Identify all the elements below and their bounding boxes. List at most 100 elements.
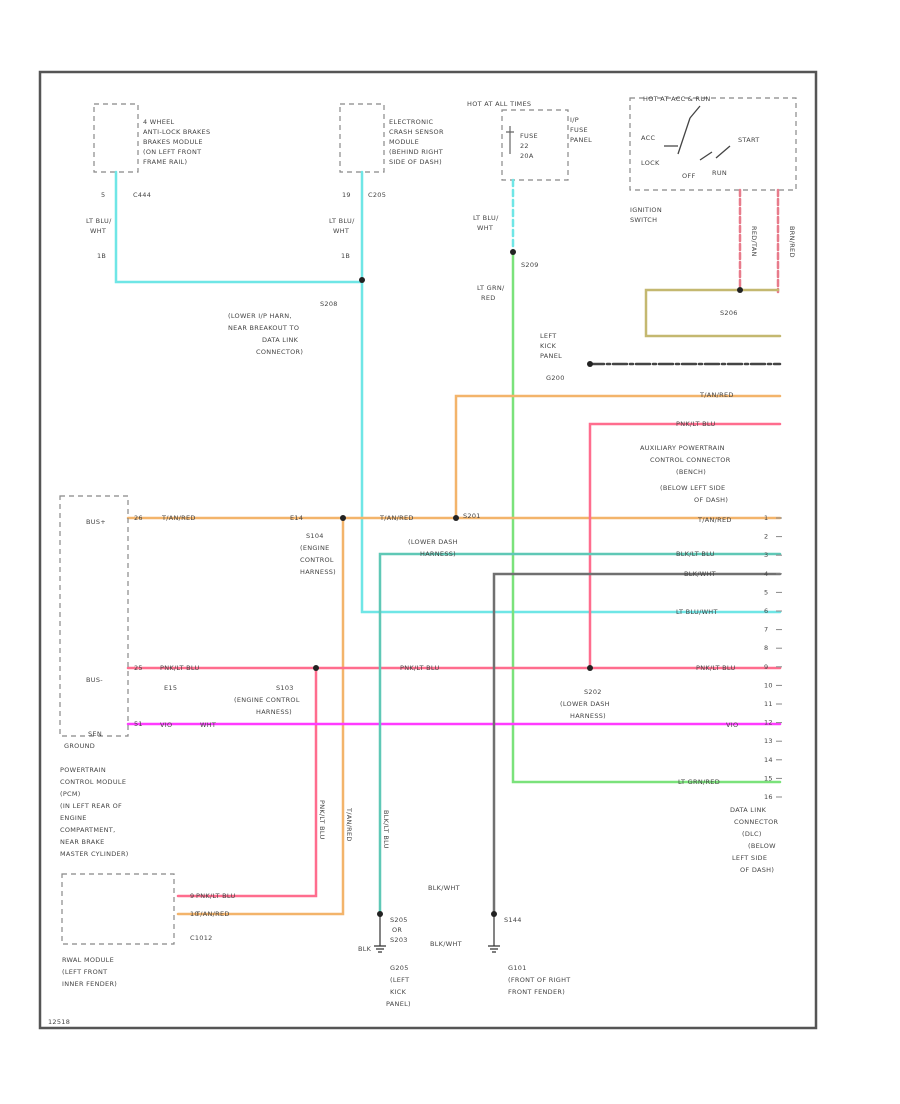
wire-label-tan-red-pcm: T/AN/RED bbox=[161, 514, 196, 522]
ground-leads bbox=[379, 914, 495, 946]
s104-label: S104 (ENGINE CONTROL HARNESS) bbox=[300, 532, 336, 576]
wire-label-pnk-lt-blu-pcm: PNK/LT BLU bbox=[160, 664, 200, 672]
wire-label-blk: BLK bbox=[358, 945, 372, 953]
wire-label-blk-wht: BLK/WHT bbox=[684, 570, 716, 578]
svg-text:(BEHIND RIGHT: (BEHIND RIGHT bbox=[389, 148, 443, 156]
footer-code: 12518 bbox=[48, 1018, 70, 1026]
wire-label-blk-wht-upper: BLK/WHT bbox=[428, 884, 460, 892]
svg-text:HARNESS): HARNESS) bbox=[570, 712, 606, 720]
dlc-label: DATA LINK CONNECTOR (DLC) (BELOW LEFT SI… bbox=[730, 806, 779, 874]
svg-text:(IN LEFT REAR OF: (IN LEFT REAR OF bbox=[60, 802, 122, 810]
svg-text:PANEL: PANEL bbox=[540, 352, 562, 360]
wire-pnk-lt-blu-upper bbox=[588, 422, 782, 670]
svg-text:IGNITION: IGNITION bbox=[630, 206, 662, 214]
svg-text:G200: G200 bbox=[546, 374, 565, 382]
svg-text:HARNESS): HARNESS) bbox=[256, 708, 292, 716]
aux-pin-4: 4 bbox=[764, 570, 768, 578]
svg-text:WHT: WHT bbox=[90, 227, 106, 235]
svg-text:OR: OR bbox=[392, 926, 402, 934]
svg-text:(BELOW: (BELOW bbox=[748, 842, 776, 850]
s201-label: S201 bbox=[463, 512, 481, 520]
pcm-label: POWERTRAIN CONTROL MODULE (PCM) (IN LEFT… bbox=[60, 766, 129, 858]
abs-module-box bbox=[93, 103, 139, 173]
aux-pin-5: 5 bbox=[764, 588, 768, 596]
wire-label-brn-red: BRN/RED bbox=[788, 226, 796, 258]
svg-text:(BENCH): (BENCH) bbox=[676, 468, 706, 476]
svg-text:INNER FENDER): INNER FENDER) bbox=[62, 980, 117, 988]
svg-text:1B: 1B bbox=[97, 252, 106, 260]
pin-e14: E14 bbox=[290, 514, 303, 522]
ground-icon-g101 bbox=[488, 945, 500, 953]
svg-text:(PCM): (PCM) bbox=[60, 790, 81, 798]
abs-module-label: 4 WHEEL ANTI-LOCK BRAKES BRAKES MODULE (… bbox=[143, 118, 210, 166]
svg-text:FUSE: FUSE bbox=[520, 132, 538, 140]
svg-text:G205: G205 bbox=[390, 964, 409, 972]
wire-label-abs: LT BLU/ WHT 1B bbox=[86, 217, 112, 260]
ignition-start: START bbox=[738, 136, 760, 144]
wire-label-wht: WHT bbox=[200, 721, 216, 729]
ignition-lock: LOCK bbox=[641, 159, 660, 167]
svg-text:BRAKES MODULE: BRAKES MODULE bbox=[143, 138, 203, 146]
aux-pin-14: 14 bbox=[764, 756, 773, 764]
wire-blk-lt-blu bbox=[378, 552, 782, 916]
wire-label-vio: VIO bbox=[160, 721, 172, 729]
crash-pin: 19 bbox=[342, 191, 351, 199]
wire-olive bbox=[644, 288, 782, 338]
svg-text:20A: 20A bbox=[520, 152, 534, 160]
fuse-header: HOT AT ALL TIMES bbox=[467, 100, 531, 108]
svg-text:(FRONT OF RIGHT: (FRONT OF RIGHT bbox=[508, 976, 571, 984]
svg-text:LT BLU/: LT BLU/ bbox=[329, 217, 355, 225]
pin-e15: E15 bbox=[164, 684, 177, 692]
svg-text:LT BLU/: LT BLU/ bbox=[86, 217, 112, 225]
svg-text:SIDE OF DASH): SIDE OF DASH) bbox=[389, 158, 442, 166]
ignition-run: RUN bbox=[712, 169, 727, 177]
c1012-label: C1012 bbox=[190, 934, 213, 942]
svg-text:KICK: KICK bbox=[390, 988, 407, 996]
ignition-switch-box bbox=[629, 97, 797, 191]
svg-text:WHT: WHT bbox=[477, 224, 493, 232]
aux-pin-6: 6 bbox=[764, 607, 768, 615]
svg-text:ANTI-LOCK BRAKES: ANTI-LOCK BRAKES bbox=[143, 128, 210, 136]
ignition-switch-label: IGNITION SWITCH bbox=[630, 206, 662, 224]
wire-lt-blu-wht-abs bbox=[114, 170, 782, 614]
svg-text:FRONT FENDER): FRONT FENDER) bbox=[508, 988, 565, 996]
svg-text:22: 22 bbox=[520, 142, 529, 150]
wire-label-blk-wht-lower: BLK/WHT bbox=[430, 940, 462, 948]
wire-pnk-lt-blu-rwal bbox=[176, 666, 318, 898]
s209-label: S209 bbox=[521, 261, 539, 269]
ignition-header: HOT AT ACC & RUN bbox=[643, 95, 711, 103]
ignition-switch-icon bbox=[664, 105, 731, 161]
rwal-module-box bbox=[61, 873, 175, 945]
wire-label-fuse: LT BLU/ WHT bbox=[473, 214, 499, 232]
c205-label: C205 bbox=[368, 191, 386, 199]
aux-pin-16: 16 bbox=[764, 793, 773, 801]
wire-label-tan-red-right: T/AN/RED bbox=[697, 516, 732, 524]
pcm-box bbox=[59, 495, 129, 737]
wire-label-lt-grn-red: LT GRN/RED bbox=[678, 778, 720, 786]
rwal-pin-10: 10 bbox=[190, 910, 199, 918]
ground-icon-g205 bbox=[374, 945, 386, 953]
svg-text:(LEFT FRONT: (LEFT FRONT bbox=[62, 968, 107, 976]
wire-label-tan-red-mid: T/AN/RED bbox=[379, 514, 414, 522]
svg-text:(LOWER I/P HARN,: (LOWER I/P HARN, bbox=[228, 312, 292, 320]
svg-text:OF DASH): OF DASH) bbox=[740, 866, 774, 874]
wire-label-pnk-lt-blu-right: PNK/LT BLU bbox=[696, 664, 736, 672]
aux-pin-1: 1 bbox=[764, 514, 768, 522]
s206-label: S206 bbox=[720, 309, 738, 317]
svg-text:AUXILIARY POWERTRAIN: AUXILIARY POWERTRAIN bbox=[640, 444, 725, 452]
svg-text:S205: S205 bbox=[390, 916, 408, 924]
wire-label-red-tan: RED/TAN bbox=[750, 226, 758, 257]
svg-text:MASTER CYLINDER): MASTER CYLINDER) bbox=[60, 850, 129, 858]
pcm-pin-26: 26 bbox=[134, 514, 143, 522]
svg-text:MODULE: MODULE bbox=[389, 138, 419, 146]
svg-text:CONNECTOR: CONNECTOR bbox=[734, 818, 779, 826]
svg-text:WHT: WHT bbox=[333, 227, 349, 235]
wire-lt-grn-red bbox=[511, 250, 782, 784]
svg-text:G101: G101 bbox=[508, 964, 527, 972]
fuse-icon bbox=[506, 126, 514, 154]
svg-text:CONTROL: CONTROL bbox=[300, 556, 334, 564]
pcm-pin-sen: SEN bbox=[88, 730, 102, 738]
svg-text:CONTROL CONNECTOR: CONTROL CONNECTOR bbox=[650, 456, 731, 464]
